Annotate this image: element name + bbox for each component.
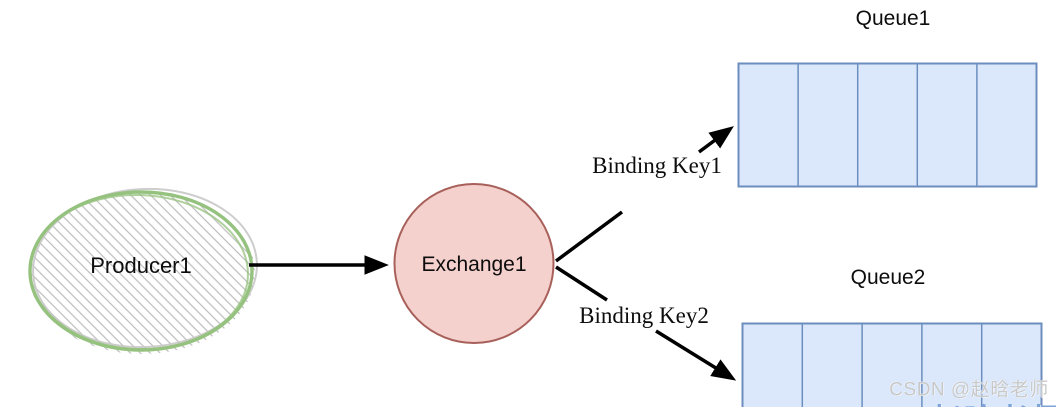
queue2-node [741,322,1043,407]
queue2-cell-dividers [801,323,983,407]
watermark-text-clipped: CSDN @赵晗老师 [792,395,1056,407]
watermark-text: CSDN @赵晗老师 [889,379,1049,401]
queue1-node [737,62,1038,188]
arrow-queue1-segment-a [554,210,624,263]
exchange-circle [393,183,555,344]
arrow-exchange-to-queue1 [554,126,734,263]
arrow-queue1-segment-b [697,126,734,154]
producer-hatch-fill [29,192,255,354]
queue2-title: Queue2 [850,266,926,289]
producer-sketch-shadow [32,187,258,349]
arrow-queue2-segment-b [655,329,737,381]
arrow-queue2-segment-a [555,265,608,302]
queue2-rect [741,322,1043,407]
queue1-title: Queue1 [855,7,931,30]
producer-node [28,187,258,354]
arrow-exchange-to-queue2 [555,265,737,381]
binding-key2-label: Binding Key2 [579,303,709,328]
producer-label: Producer1 [90,253,192,278]
queue1-rect [737,62,1038,188]
queue1-cell-dividers [797,63,978,187]
binding-key1-label: Binding Key1 [592,153,722,178]
producer-ellipse-sketch2 [29,193,249,351]
exchange-label: Exchange1 [421,253,527,276]
